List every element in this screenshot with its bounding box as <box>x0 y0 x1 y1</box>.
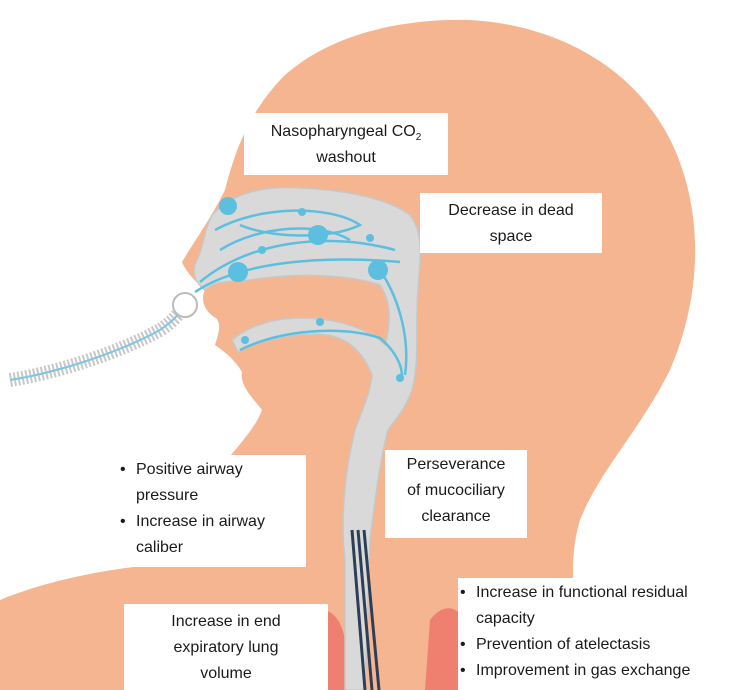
label-functional-capacity: Increase in functional residual capacity… <box>458 578 745 690</box>
functional-item-3: Improvement in gas exchange <box>458 658 745 684</box>
co2-subscript: 2 <box>416 132 422 143</box>
nasal-cannula-icon <box>10 300 188 380</box>
dead-space-line2: space <box>420 224 602 250</box>
pressure-item-2-line2: caliber <box>136 535 306 561</box>
end-expiratory-line1: Increase in end <box>124 609 328 635</box>
cannula-prong <box>173 293 197 317</box>
functional-item-2: Prevention of atelectasis <box>458 632 745 658</box>
pressure-item-2: Increase in airway caliber <box>118 509 306 561</box>
label-airway-pressure: Positive airway pressure Increase in air… <box>118 455 306 567</box>
end-expiratory-line2: expiratory lung <box>124 635 328 661</box>
dead-space-line1: Decrease in dead <box>420 198 602 224</box>
functional-item-1: Increase in functional residual capacity <box>458 580 745 632</box>
functional-item-1-line2: capacity <box>476 606 745 632</box>
pressure-item-1-line2: pressure <box>136 483 306 509</box>
perseverance-line1: Perseverance <box>385 452 527 478</box>
label-dead-space: Decrease in dead space <box>420 193 602 253</box>
pressure-item-2-line1: Increase in airway <box>136 509 306 535</box>
label-nasopharyngeal-washout: Nasopharyngeal CO2 washout <box>244 113 448 175</box>
pressure-item-1: Positive airway pressure <box>118 457 306 509</box>
perseverance-line3: clearance <box>385 504 527 530</box>
end-expiratory-line3: volume <box>124 661 328 687</box>
perseverance-line2: of mucociliary <box>385 478 527 504</box>
label-mucociliary: Perseverance of mucociliary clearance <box>385 450 527 538</box>
pressure-item-1-line1: Positive airway <box>136 457 306 483</box>
nasopharyngeal-text: Nasopharyngeal CO <box>271 123 416 140</box>
functional-item-1-line1: Increase in functional residual <box>476 580 745 606</box>
nasopharyngeal-line2: washout <box>244 145 448 171</box>
label-end-expiratory: Increase in end expiratory lung volume <box>124 604 328 690</box>
